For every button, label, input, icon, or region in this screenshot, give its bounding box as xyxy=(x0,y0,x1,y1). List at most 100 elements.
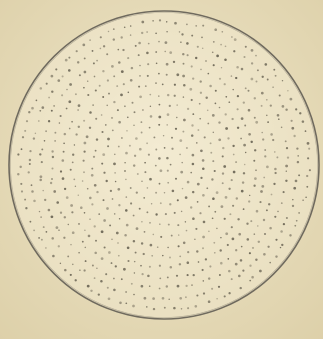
stipple-dot xyxy=(102,96,104,98)
stipple-dot xyxy=(155,51,157,53)
stipple-dot xyxy=(108,93,110,95)
stipple-dot xyxy=(158,157,161,160)
stipple-dot xyxy=(113,75,115,77)
stipple-dot xyxy=(157,246,159,248)
stipple-dot xyxy=(125,291,127,293)
stipple-dot xyxy=(111,262,113,264)
stipple-dot xyxy=(183,119,186,122)
stipple-dot xyxy=(78,126,80,128)
stipple-dot xyxy=(149,266,151,268)
stipple-dot xyxy=(208,231,210,233)
stipple-dot xyxy=(95,150,97,152)
stipple-dot xyxy=(100,36,102,38)
stipple-dot xyxy=(149,178,152,181)
stipple-dot xyxy=(69,128,71,130)
stipple-dot xyxy=(261,185,264,188)
stipple-dot xyxy=(116,232,119,235)
stipple-dot xyxy=(71,211,73,213)
stipple-dot xyxy=(252,247,254,249)
stipple-dot xyxy=(178,234,179,235)
stipple-dot xyxy=(100,48,102,50)
stipple-dot xyxy=(64,216,66,218)
stipple-dot xyxy=(173,61,175,63)
stipple-dot xyxy=(305,130,307,132)
stipple-dot xyxy=(78,252,80,254)
stipple-dot xyxy=(281,244,283,246)
stipple-dot xyxy=(238,233,241,236)
stipple-dot xyxy=(107,287,109,289)
stipple-dot xyxy=(67,255,69,257)
stipple-dot xyxy=(261,92,264,95)
stipple-dot xyxy=(93,62,95,64)
stipple-dot xyxy=(127,57,129,59)
stipple-dot xyxy=(264,233,266,235)
stipple-dot xyxy=(194,239,195,240)
stipple-dot xyxy=(249,195,250,196)
stipple-dot xyxy=(283,191,285,193)
stipple-dot xyxy=(84,142,87,145)
stipple-dot xyxy=(45,247,46,248)
stipple-dot xyxy=(166,124,168,126)
stipple-dot xyxy=(87,80,88,81)
stipple-dot xyxy=(149,127,151,129)
stipple-dot xyxy=(153,308,155,310)
stipple-dot xyxy=(251,49,254,52)
stipple-dot xyxy=(200,80,202,82)
stipple-dot xyxy=(25,207,27,209)
stipple-dot xyxy=(200,92,202,94)
stipple-dot xyxy=(31,184,33,186)
stipple-dot xyxy=(51,178,53,180)
stipple-dot xyxy=(170,164,172,166)
stipple-dot xyxy=(295,108,297,110)
stipple-dot xyxy=(306,175,308,177)
stipple-dot xyxy=(83,269,85,271)
stipple-dot xyxy=(26,120,28,122)
stipple-dot xyxy=(82,241,84,243)
stipple-dot xyxy=(277,114,280,117)
stipple-dot xyxy=(235,249,237,251)
stipple-dot xyxy=(94,184,97,187)
stipple-dot xyxy=(305,197,307,199)
stipple-dot xyxy=(144,162,146,164)
stipple-dot xyxy=(216,298,217,299)
stipple-dot xyxy=(255,55,257,57)
stipple-dot xyxy=(186,42,189,45)
stipple-dot xyxy=(169,51,172,54)
stipple-dot xyxy=(206,187,208,189)
stipple-dot xyxy=(219,274,221,276)
stipple-dot xyxy=(29,163,31,165)
stipple-dot xyxy=(92,265,94,267)
stipple-dot xyxy=(202,269,204,271)
stipple-dot xyxy=(111,65,114,68)
stipple-dot xyxy=(89,127,91,129)
stipple-dot xyxy=(213,64,215,66)
stipple-dot xyxy=(51,110,53,112)
stipple-dot xyxy=(273,183,275,185)
stipple-dot xyxy=(245,87,247,89)
stipple-dot xyxy=(208,300,211,303)
stipple-dot xyxy=(112,198,114,200)
stipple-dot xyxy=(250,141,252,143)
stipple-dot xyxy=(213,132,214,133)
stipple-dot xyxy=(159,104,161,106)
stipple-dot xyxy=(208,73,210,75)
stipple-dot xyxy=(259,201,261,203)
stipple-dot xyxy=(274,151,275,152)
stipple-dot xyxy=(271,194,273,196)
stipple-dot xyxy=(250,220,252,222)
stipple-dot xyxy=(197,46,199,48)
stipple-dot xyxy=(111,238,113,240)
stipple-dot xyxy=(149,94,151,96)
stipple-dot xyxy=(139,75,141,77)
stipple-dot xyxy=(130,202,132,204)
stipple-dot xyxy=(33,229,35,231)
stipple-dot xyxy=(124,234,127,237)
stipple-dot xyxy=(56,201,59,204)
stipple-dot xyxy=(212,114,215,117)
stipple-dot xyxy=(257,69,259,71)
stipple-dot xyxy=(115,181,117,183)
stipple-dot xyxy=(225,196,228,199)
stipple-dot xyxy=(125,209,128,212)
stipple-dot xyxy=(106,207,109,210)
stipple-dot xyxy=(105,273,107,275)
